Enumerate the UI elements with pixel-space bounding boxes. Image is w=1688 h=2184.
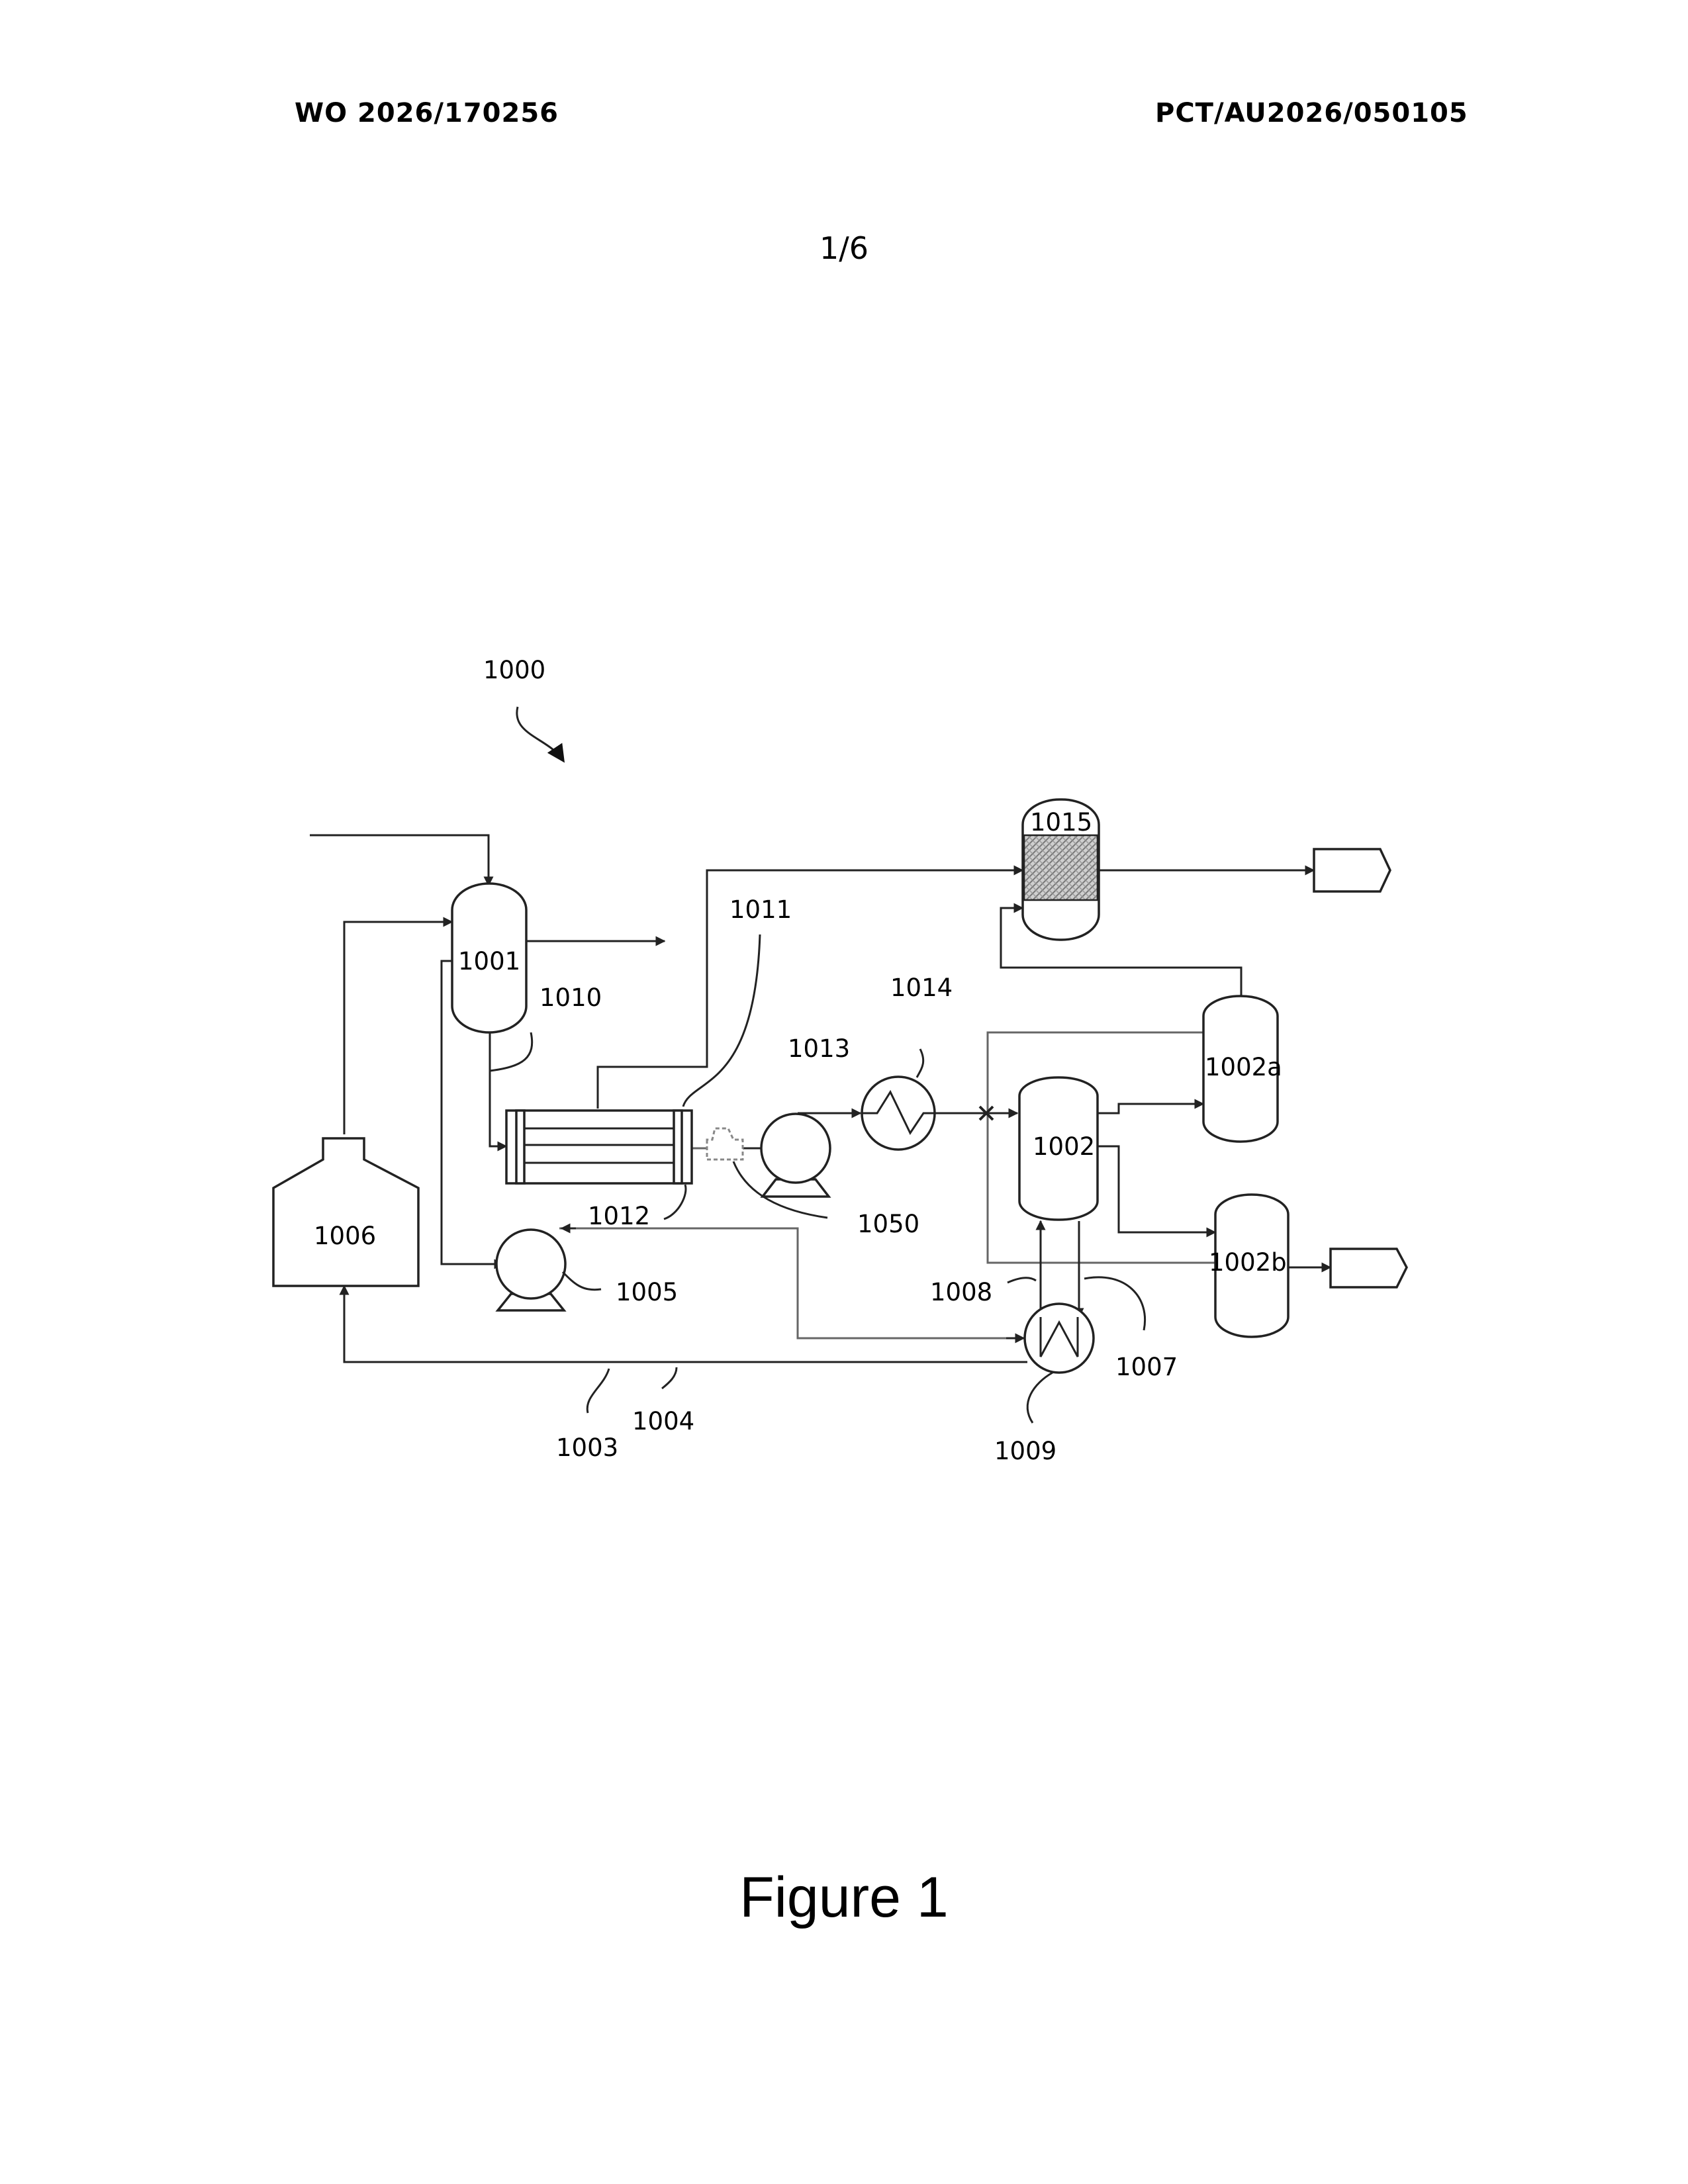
membrane-module [506, 1111, 692, 1183]
label-1004: 1004 [632, 1407, 694, 1435]
label-1006: 1006 [314, 1222, 376, 1250]
line-1002-to-1002b [1098, 1146, 1215, 1232]
valve-1050 [707, 1128, 743, 1160]
label-1009: 1009 [994, 1437, 1056, 1465]
line-1002-to-1002a [1098, 1104, 1203, 1113]
label-1003: 1003 [556, 1433, 618, 1462]
label-1010: 1010 [539, 983, 602, 1012]
leader-1008 [1008, 1278, 1036, 1283]
label-1014: 1014 [890, 974, 953, 1002]
leader-1004 [662, 1367, 677, 1388]
label-1002: 1002 [1033, 1132, 1095, 1161]
heater-1014 [862, 1077, 935, 1150]
exchanger-1009 [1025, 1304, 1094, 1373]
label-1008: 1008 [930, 1278, 992, 1306]
feed-line [310, 835, 489, 886]
label-1002b: 1002b [1209, 1248, 1287, 1277]
label-1001: 1001 [458, 947, 520, 976]
label-1015: 1015 [1030, 808, 1092, 837]
label-1002a: 1002a [1205, 1053, 1282, 1081]
pump-1013 [761, 1114, 830, 1197]
label-1012: 1012 [588, 1202, 650, 1230]
label-1000: 1000 [483, 656, 545, 684]
leader-1010 [490, 1032, 532, 1071]
leader-1011 [683, 934, 760, 1107]
tank-1006 [273, 1138, 418, 1286]
line-1001-to-module [490, 1032, 506, 1146]
outlet-1002b-tag [1331, 1249, 1407, 1287]
leader-1014 [917, 1049, 923, 1077]
leader-1012 [664, 1185, 686, 1219]
label-1013: 1013 [788, 1034, 850, 1063]
leader-1007 [1084, 1277, 1145, 1330]
line-module-to-1015 [598, 870, 1023, 1109]
leader-1009 [1027, 1373, 1053, 1423]
leader-1005 [563, 1272, 601, 1290]
recycle-line-1006-1001 [344, 922, 452, 1134]
label-1050: 1050 [857, 1210, 919, 1238]
leader-1003 [587, 1369, 609, 1413]
label-1005: 1005 [616, 1278, 678, 1306]
figure-caption: Figure 1 [0, 1865, 1688, 1931]
system-pointer-arrow [517, 707, 563, 760]
product-outlet-tag [1314, 849, 1390, 891]
label-1011: 1011 [729, 895, 792, 924]
line-1003-1004 [344, 1286, 1027, 1362]
label-1007: 1007 [1115, 1353, 1178, 1381]
pump-1005 [496, 1230, 565, 1310]
